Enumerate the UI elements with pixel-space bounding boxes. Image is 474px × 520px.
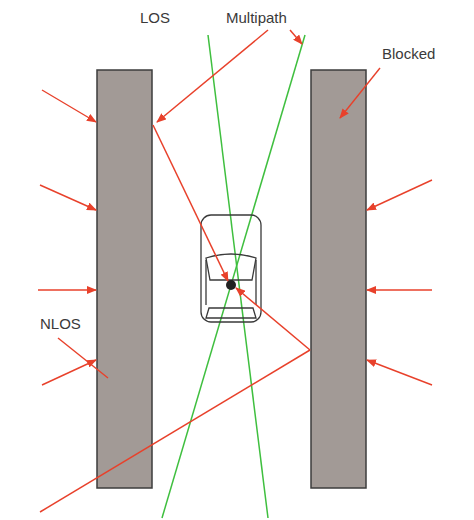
multipath-signals	[40, 30, 310, 512]
blocked-label: Blocked	[382, 46, 435, 63]
receiver	[226, 280, 236, 290]
los-label: LOS	[140, 10, 170, 27]
los-lines	[162, 35, 305, 518]
multipath-label: Multipath	[226, 10, 287, 27]
nlos-label: NLOS	[40, 316, 81, 333]
car	[201, 215, 261, 322]
building-right	[311, 70, 366, 488]
building-left	[97, 70, 152, 488]
blocked-signals	[38, 68, 432, 385]
